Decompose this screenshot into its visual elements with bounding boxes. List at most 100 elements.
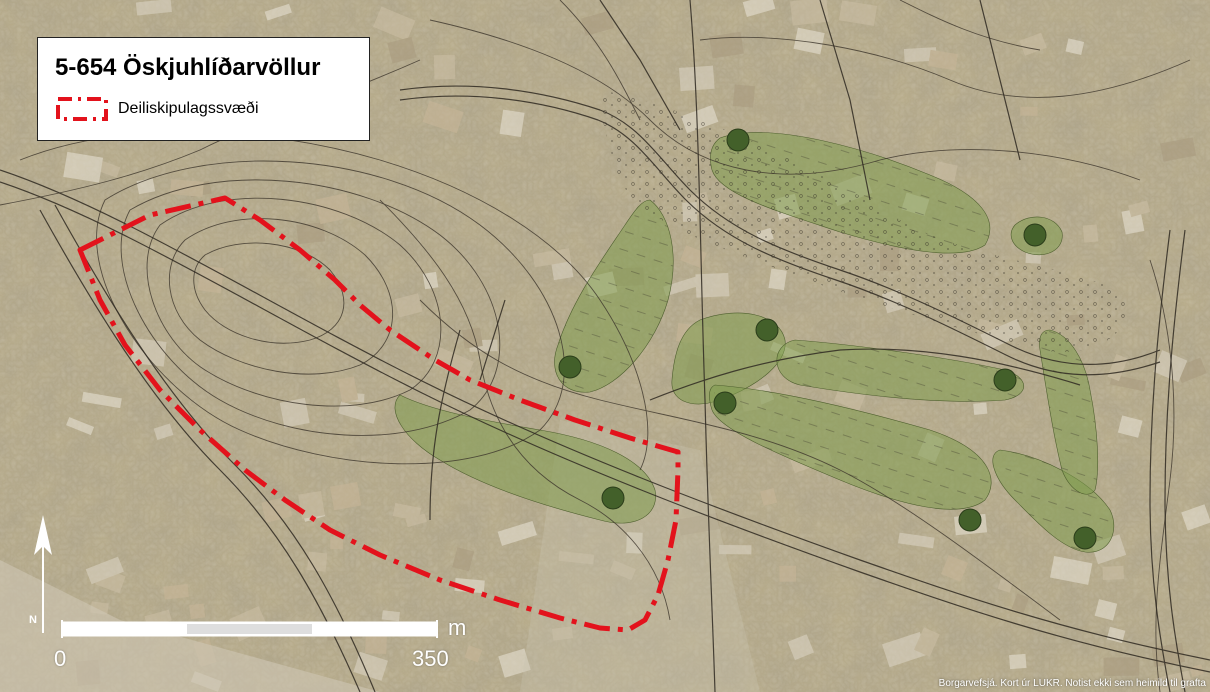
building-footprint xyxy=(296,222,326,245)
building-footprint xyxy=(499,109,525,137)
building-footprint xyxy=(551,626,574,641)
building-footprint xyxy=(197,265,225,294)
legend-title: 5-654 Öskjuhlíðarvöllur xyxy=(55,54,321,81)
building-footprint xyxy=(580,10,615,36)
building-footprint xyxy=(1020,106,1038,116)
building-footprint xyxy=(1160,137,1197,162)
scale-unit-label: m xyxy=(448,615,467,640)
planning-boundary xyxy=(77,195,681,633)
scale-end-label: 350 xyxy=(412,646,449,671)
building-footprint xyxy=(462,327,483,349)
building-footprint xyxy=(394,293,423,318)
building-footprint xyxy=(298,491,325,519)
building-footprint xyxy=(787,634,815,661)
building-footprint xyxy=(330,481,362,511)
building-footprint xyxy=(1128,200,1151,218)
building-footprint xyxy=(928,49,958,71)
building-footprint xyxy=(63,151,104,183)
tree-icon xyxy=(726,128,750,152)
building-footprint xyxy=(135,0,172,16)
building-footprint xyxy=(315,193,352,225)
tree-icon xyxy=(1023,223,1047,247)
building-footprint xyxy=(695,272,730,298)
map-credit: Borgarvefsjá. Kort úr LUKR. Notist ekki … xyxy=(938,678,1206,689)
building-footprint xyxy=(153,423,174,441)
tree-icon xyxy=(713,391,737,415)
tree-icon xyxy=(958,508,982,532)
building-footprint xyxy=(678,65,715,92)
building-footprint xyxy=(422,100,464,134)
building-footprint xyxy=(1106,626,1126,644)
building-footprint xyxy=(422,271,439,290)
tree-icon xyxy=(755,318,779,342)
building-footprint xyxy=(337,376,359,403)
building-footprint xyxy=(264,3,292,21)
legend-box: 5-654 Öskjuhlíðarvöllur Deiliskipulagssv… xyxy=(37,37,370,141)
building-footprint xyxy=(882,631,928,668)
building-footprint xyxy=(898,532,935,549)
building-footprint xyxy=(1094,599,1118,621)
tree-icon xyxy=(1073,526,1097,550)
tree-icon xyxy=(993,368,1017,392)
building-footprint xyxy=(609,560,636,581)
building-footprint xyxy=(933,161,958,182)
tree-icon xyxy=(601,486,625,510)
building-footprint xyxy=(903,47,937,63)
building-footprint xyxy=(768,268,787,291)
building-footprint xyxy=(742,0,776,18)
building-footprint xyxy=(914,627,940,657)
building-footprint xyxy=(387,36,417,64)
building-footprint xyxy=(1082,224,1099,243)
building-footprint xyxy=(452,547,475,572)
building-footprint xyxy=(66,417,95,436)
building-footprint xyxy=(373,6,416,41)
building-footprint xyxy=(1050,555,1093,585)
building-footprint xyxy=(1189,664,1204,678)
building-footprint xyxy=(1175,357,1207,384)
building-footprint xyxy=(1103,657,1140,677)
boundary-dash-icon xyxy=(56,97,108,121)
building-footprint xyxy=(433,54,456,80)
building-footprint xyxy=(1117,415,1143,438)
tree-markers xyxy=(558,128,1097,550)
building-footprint xyxy=(1009,653,1027,670)
building-footprint xyxy=(838,0,878,26)
building-footprint xyxy=(81,391,122,409)
building-footprint xyxy=(337,401,377,424)
building-footprint xyxy=(381,610,400,622)
building-footprint xyxy=(558,551,595,565)
building-footprint xyxy=(1154,670,1193,692)
north-letter: N xyxy=(29,614,37,626)
building-footprint xyxy=(1065,38,1085,55)
north-arrow-icon xyxy=(34,515,52,633)
building-footprint xyxy=(392,503,422,522)
building-footprint xyxy=(96,160,121,178)
building-footprint xyxy=(941,555,969,582)
building-footprint xyxy=(760,487,778,506)
building-footprint xyxy=(498,648,531,678)
legend-item-label: Deiliskipulagssvæði xyxy=(118,100,259,117)
building-footprint xyxy=(680,245,707,269)
building-footprint xyxy=(719,545,752,555)
tree-icon xyxy=(558,355,582,379)
building-footprint xyxy=(1102,565,1124,581)
building-footprint xyxy=(532,248,572,268)
building-footprint xyxy=(431,346,474,379)
building-footprint xyxy=(163,584,189,600)
building-footprint xyxy=(793,27,825,55)
building-footprint xyxy=(973,402,988,415)
scale-bar xyxy=(61,620,438,638)
building-footprint xyxy=(779,565,797,582)
building-footprint xyxy=(464,645,483,663)
building-footprint xyxy=(353,651,388,681)
building-footprint xyxy=(732,84,756,108)
scale-start-label: 0 xyxy=(54,646,67,671)
building-footprint xyxy=(279,397,310,428)
building-footprint xyxy=(497,520,537,546)
building-footprint xyxy=(1181,504,1210,531)
building-footprint xyxy=(85,556,124,585)
building-footprint xyxy=(790,0,829,26)
building-footprint xyxy=(663,276,699,297)
building-footprint xyxy=(330,536,343,550)
